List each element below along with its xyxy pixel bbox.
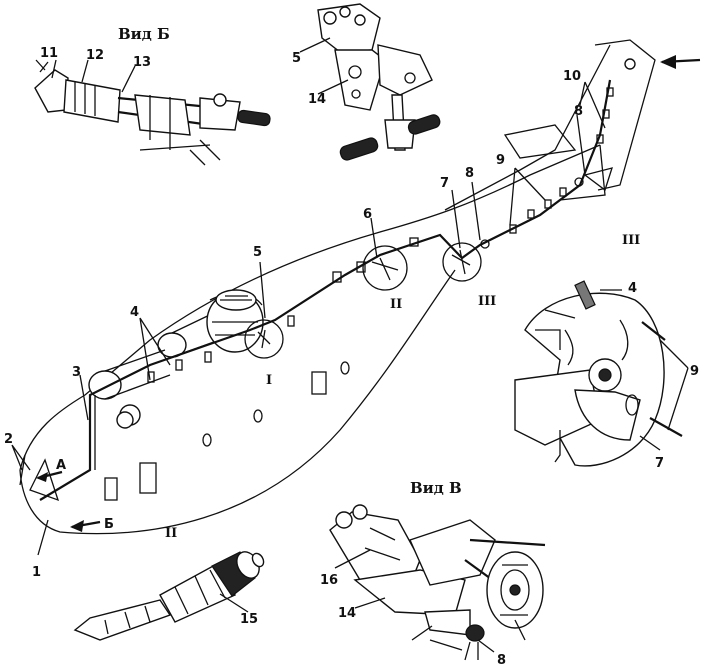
control-cable-run <box>19 58 636 502</box>
callout-7-detail-iii: 7 <box>655 456 664 471</box>
callout-14-top: 14 <box>308 92 326 107</box>
callout-a: А <box>56 458 66 473</box>
detail-label-iii: III <box>478 294 496 309</box>
detail-circles <box>244 242 482 359</box>
window <box>340 361 350 375</box>
callout-8-tail: 8 <box>574 104 583 119</box>
callout-8-mid: 8 <box>465 166 474 181</box>
detail-circle-iii <box>442 242 482 282</box>
callout-2: 2 <box>4 432 13 447</box>
callout-7-mid: 7 <box>440 176 449 191</box>
detail-ii-shaft-assembly <box>73 551 265 641</box>
callout-4-main: 4 <box>130 305 139 320</box>
callout-4-detail-iii: 4 <box>628 281 637 296</box>
window <box>139 462 157 494</box>
callout-16: 16 <box>320 573 338 588</box>
callout-13: 13 <box>133 55 151 70</box>
detail-iii-pulley-assembly <box>514 280 689 467</box>
detail-ii-title: II <box>165 526 177 541</box>
callout-1: 1 <box>32 565 41 580</box>
callout-b: Б <box>104 517 114 532</box>
window <box>311 371 327 395</box>
view-v-title: Вид В <box>410 479 462 497</box>
callout-15: 15 <box>240 612 258 627</box>
leader-lines <box>11 81 606 556</box>
pedal-bracket-assembly <box>299 3 441 161</box>
detail-label-ii: II <box>390 297 402 312</box>
window <box>253 409 263 423</box>
view-arrows <box>36 55 701 532</box>
detail-circle-i <box>244 319 284 359</box>
callout-10: 10 <box>563 69 581 84</box>
callout-14-view-v: 14 <box>338 606 356 621</box>
callout-11: 11 <box>40 46 58 61</box>
callout-6: 6 <box>363 207 372 222</box>
engine-and-gearbox <box>88 289 264 429</box>
callout-8-view-v: 8 <box>497 653 506 668</box>
window <box>202 433 212 447</box>
view-v-assembly <box>329 504 546 661</box>
detail-circle-ii <box>362 245 408 291</box>
view-b-assembly <box>34 59 271 166</box>
detail-label-i: I <box>266 373 272 388</box>
callout-12: 12 <box>86 48 104 63</box>
detail-iii-title: III <box>622 233 640 248</box>
callout-5-top: 5 <box>292 51 301 66</box>
callout-9-tail: 9 <box>496 153 505 168</box>
window <box>104 477 118 501</box>
view-b-title: Вид Б <box>118 25 170 43</box>
callout-3: 3 <box>72 365 81 380</box>
callout-5-main: 5 <box>253 245 262 260</box>
callout-9-detail-iii: 9 <box>690 364 699 379</box>
